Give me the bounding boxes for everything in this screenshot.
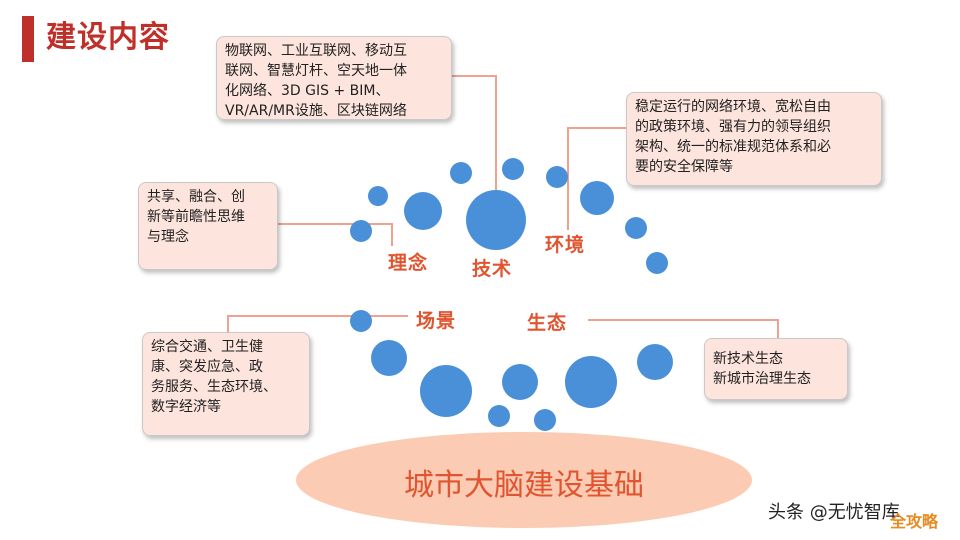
connector-eco bbox=[588, 319, 779, 340]
connector-scene bbox=[227, 315, 408, 332]
watermark: 头条 @无忧智库 bbox=[768, 502, 900, 523]
bubble bbox=[565, 356, 617, 408]
note-scene: 综合交通、卫生健 康、突发应急、政 务服务、生态环境、 数字经济等 bbox=[142, 332, 310, 436]
bubble bbox=[404, 192, 442, 230]
note-eco: 新技术生态 新城市治理生态 bbox=[704, 338, 848, 400]
note-idea: 共享、融合、创 新等前瞻性思维 与理念 bbox=[138, 182, 278, 270]
page-title: 建设内容 bbox=[46, 20, 170, 55]
connector-env bbox=[567, 127, 628, 230]
bubble bbox=[350, 220, 372, 242]
bubble bbox=[534, 409, 556, 431]
bubble bbox=[450, 162, 472, 184]
bubble bbox=[502, 158, 524, 180]
bubble bbox=[371, 340, 407, 376]
label-eco: 生态 bbox=[527, 312, 568, 334]
bubble bbox=[488, 405, 510, 427]
bubble bbox=[625, 217, 647, 239]
bubble bbox=[580, 181, 614, 215]
label-env: 环境 bbox=[545, 234, 586, 256]
watermark-badge: 全攻略 bbox=[890, 512, 939, 531]
bubble bbox=[420, 365, 472, 417]
bubble bbox=[546, 166, 568, 188]
bubble bbox=[350, 310, 372, 332]
label-idea: 理念 bbox=[388, 252, 429, 274]
label-tech: 技术 bbox=[472, 258, 513, 280]
label-scene: 场景 bbox=[416, 310, 457, 332]
note-tech: 物联网、工业互联网、移动互 联网、智慧灯杆、空天地一体 化网络、3D GIS +… bbox=[216, 36, 452, 120]
bubble bbox=[646, 252, 668, 274]
bubble bbox=[368, 186, 388, 206]
title-accent-bar bbox=[22, 16, 34, 62]
note-env: 稳定运行的网络环境、宽松自由 的政策环境、强有力的领导组织 架构、统一的标准规范… bbox=[626, 92, 882, 186]
bubble bbox=[637, 344, 673, 380]
foundation-label: 城市大脑建设基础 bbox=[404, 468, 644, 503]
connector-tech bbox=[452, 75, 497, 244]
connector-idea bbox=[276, 223, 393, 246]
bubble bbox=[466, 190, 526, 250]
foundation-ellipse bbox=[296, 432, 752, 528]
bubble bbox=[502, 364, 538, 400]
